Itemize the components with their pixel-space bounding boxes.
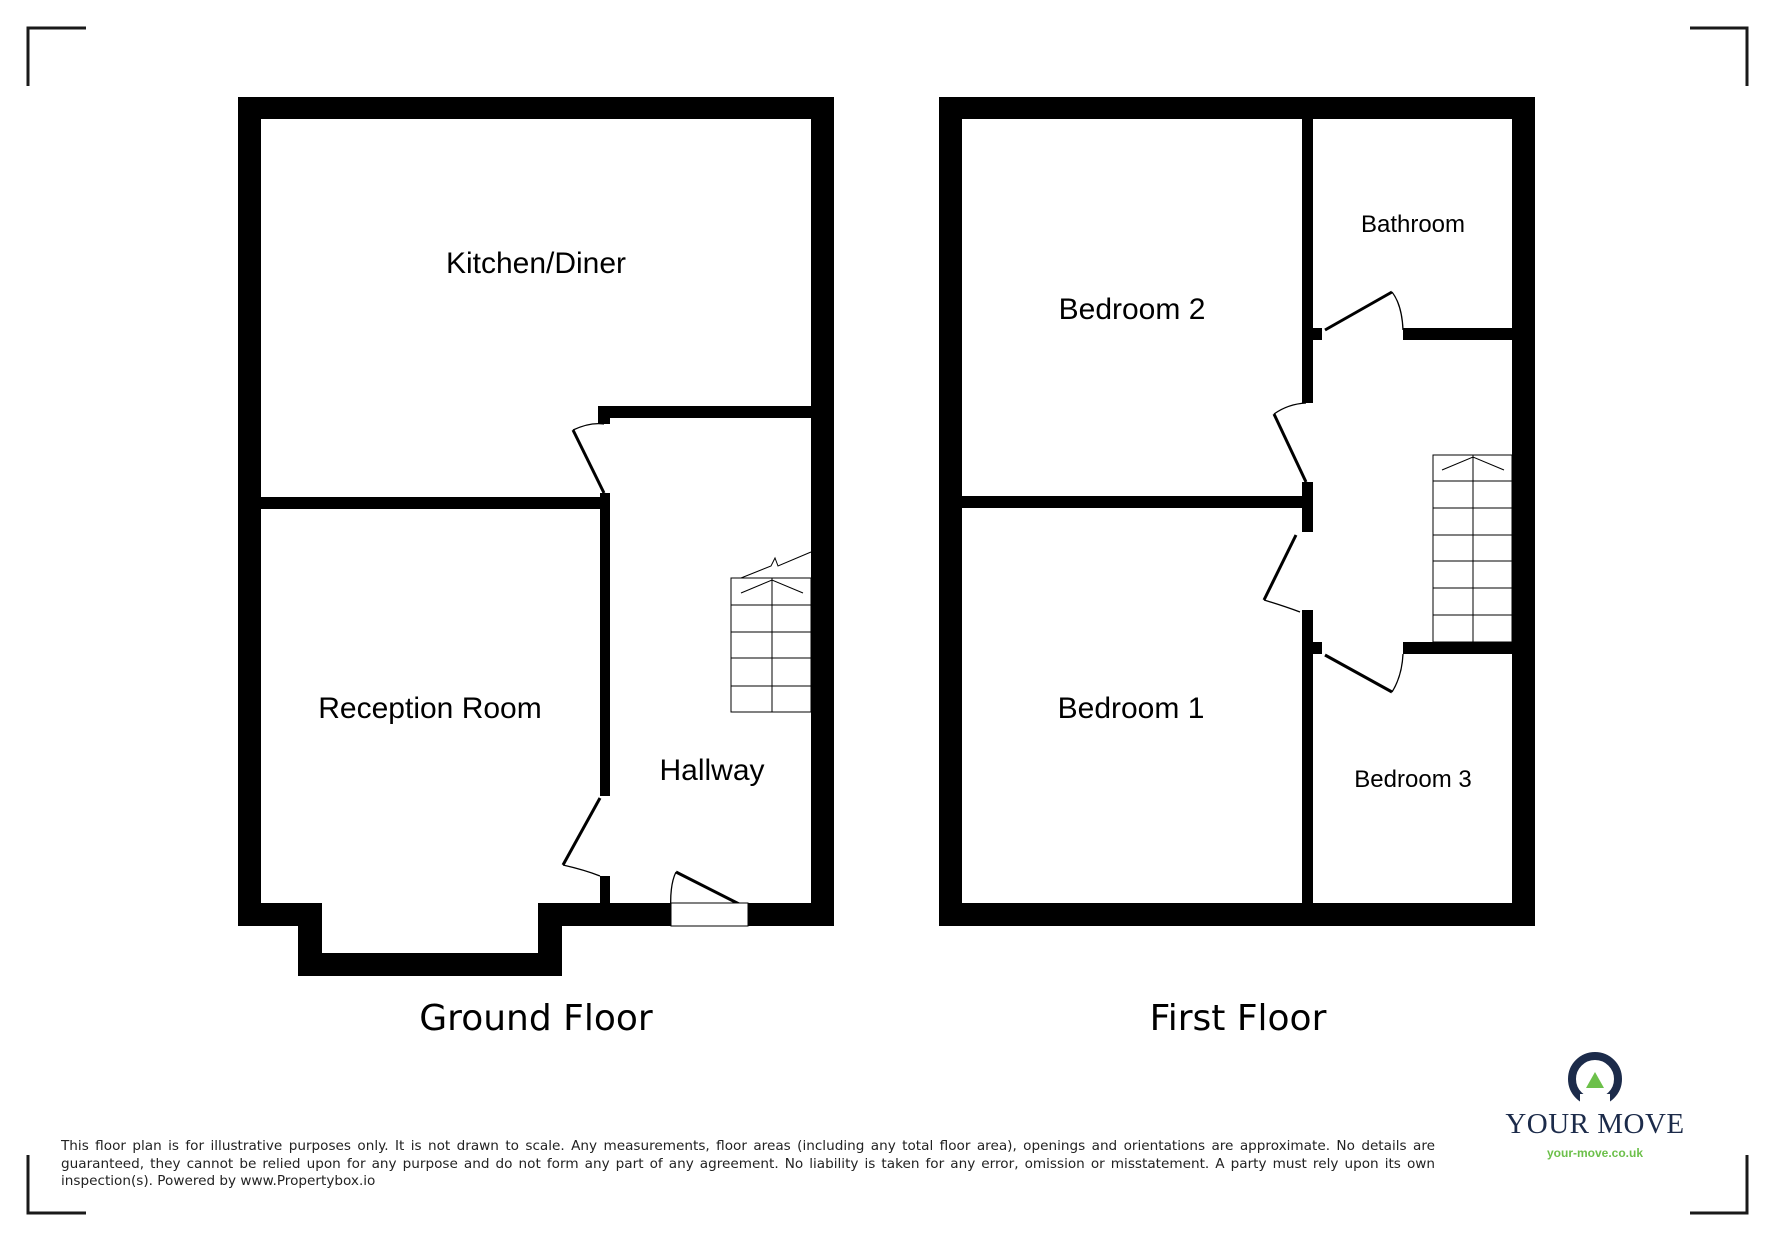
first-stairs xyxy=(1432,454,1513,643)
room-label-hallway: Hallway xyxy=(659,754,764,787)
ground-floor-title: Ground Floor xyxy=(419,998,653,1039)
room-label-bedroom-3: Bedroom 3 xyxy=(1354,766,1471,793)
ground-floor-plan xyxy=(238,97,834,976)
room-label-reception-room: Reception Room xyxy=(318,692,541,725)
room-label-kitchen-diner: Kitchen/Diner xyxy=(446,247,626,280)
room-label-bathroom: Bathroom xyxy=(1361,211,1465,238)
first-floor-title: First Floor xyxy=(1150,998,1327,1039)
disclaimer-text: This floor plan is for illustrative purp… xyxy=(61,1138,1435,1189)
ground-stairs xyxy=(730,551,812,713)
location-pin-icon xyxy=(1568,1052,1622,1106)
your-move-logo: YOUR MOVE your-move.co.uk xyxy=(1495,1052,1695,1172)
logo-name: YOUR MOVE xyxy=(1505,1108,1685,1140)
room-label-bedroom-2: Bedroom 2 xyxy=(1059,293,1206,326)
first-floor-plan xyxy=(939,97,1535,926)
logo-url: your-move.co.uk xyxy=(1546,1146,1644,1160)
room-label-bedroom-1: Bedroom 1 xyxy=(1058,692,1205,725)
crop-marks xyxy=(26,26,1749,1215)
